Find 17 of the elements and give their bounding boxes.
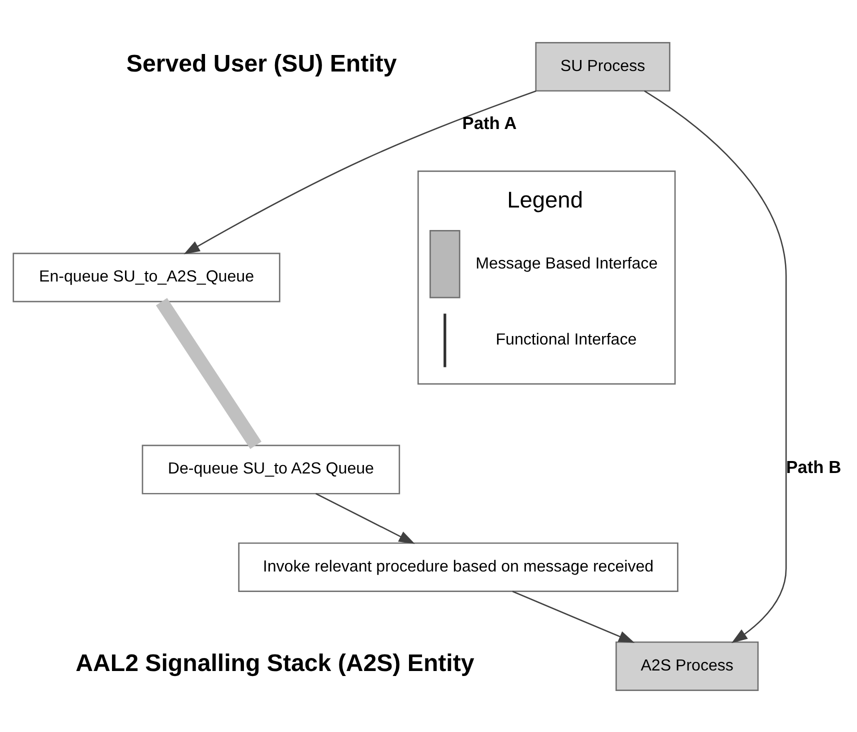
label: Served User (SU) Entity — [126, 50, 397, 77]
arrow — [316, 492, 415, 544]
node-box: En-queue SU_to_A2S_Queue — [12, 252, 280, 302]
arrow — [644, 90, 787, 643]
label: Legend — [507, 186, 583, 212]
arrow — [512, 590, 635, 642]
node-box: SU Process — [535, 42, 670, 92]
arrow — [184, 90, 536, 254]
node-box: A2S Process — [616, 640, 759, 690]
edge-label: Path B — [786, 456, 842, 476]
legend-label: Message Based Interface — [476, 254, 658, 272]
label: AAL2 Signalling Stack (A2S) Entity — [76, 649, 474, 676]
legend-label: Functional Interface — [496, 330, 637, 348]
node-box: Invoke relevant procedure based on message received — [238, 542, 678, 592]
edge-label: Path A — [462, 112, 517, 132]
connector — [156, 298, 262, 448]
node-box: De-queue SU_to A2S Queue — [142, 444, 400, 494]
